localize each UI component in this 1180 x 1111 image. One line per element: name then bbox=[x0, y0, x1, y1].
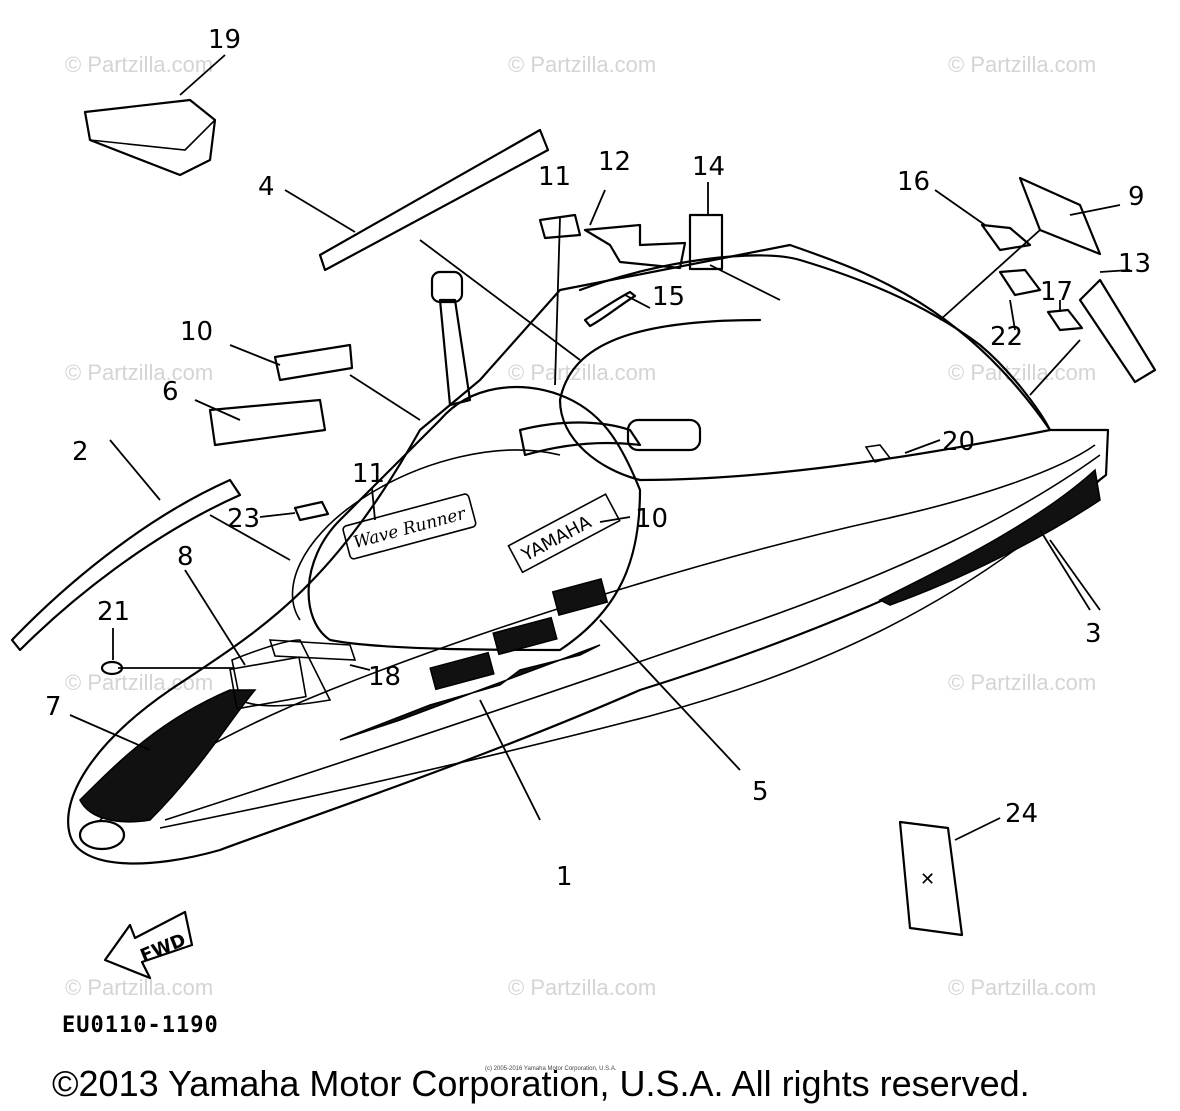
part-12-decal bbox=[538, 213, 582, 240]
watermark: © Partzilla.com bbox=[65, 360, 213, 385]
small-copyright: (c) 2005-2016 Yamaha Motor Corporation, … bbox=[485, 1066, 617, 1072]
nose-eye bbox=[78, 819, 126, 851]
fwd-arrow: FWD bbox=[103, 910, 194, 980]
watermark: © Partzilla.com bbox=[508, 52, 656, 77]
callout-11: 11 bbox=[352, 459, 385, 489]
callout-8: 8 bbox=[177, 542, 194, 572]
callout-14: 13 bbox=[1118, 249, 1151, 279]
callout-21: 20 bbox=[942, 427, 975, 457]
callout-5: 5 bbox=[752, 777, 769, 807]
brand-decal: YAMAHA bbox=[507, 493, 621, 574]
watermark: © Partzilla.com bbox=[65, 975, 213, 1000]
part-19-decal bbox=[268, 639, 357, 661]
drawing-code: EU0110-1190 bbox=[62, 1013, 219, 1038]
watermark: © Partzilla.com bbox=[508, 360, 656, 385]
part-13-decal bbox=[583, 223, 687, 270]
hood-panel bbox=[231, 639, 332, 707]
part-9-decal bbox=[1018, 176, 1102, 256]
watermark: © Partzilla.com bbox=[948, 975, 1096, 1000]
hull-lower-line bbox=[159, 479, 1101, 829]
copyright-notice: ©2013 Yamaha Motor Corporation, U.S.A. A… bbox=[52, 1063, 1030, 1104]
part-4-strip bbox=[318, 128, 550, 272]
callout-24: 23 bbox=[227, 504, 260, 534]
watercraft-hull bbox=[67, 243, 1110, 865]
handlebar bbox=[518, 421, 642, 457]
steering-console bbox=[307, 385, 642, 652]
handle-grip-right bbox=[626, 418, 702, 452]
fwd-label: FWD bbox=[137, 930, 189, 967]
part-14-decal bbox=[1078, 278, 1157, 384]
callout-13: 12 bbox=[598, 147, 631, 177]
loose-parts: ✕ Wave Runner YAMAHA bbox=[10, 98, 1157, 937]
hull-gunwale bbox=[99, 444, 1096, 821]
part-16-clip bbox=[583, 290, 637, 328]
callout-10-lower: 10 bbox=[635, 504, 668, 534]
callout-4: 4 bbox=[258, 172, 275, 202]
part-20-cover bbox=[83, 98, 217, 177]
callout-19: 18 bbox=[368, 662, 401, 692]
callout-3: 3 bbox=[1085, 619, 1102, 649]
watermark: © Partzilla.com bbox=[508, 975, 656, 1000]
watermark: © Partzilla.com bbox=[65, 670, 213, 695]
fwd-arrow-shape bbox=[103, 910, 194, 980]
callout-18: 17 bbox=[1040, 277, 1073, 307]
part-2-strip bbox=[10, 478, 242, 652]
part-18-decal bbox=[1046, 308, 1084, 332]
part-23-decal bbox=[998, 268, 1042, 297]
watermark: © Partzilla.com bbox=[948, 52, 1096, 77]
part-10-decal-upper bbox=[273, 343, 354, 382]
callout-7: 7 bbox=[45, 692, 62, 722]
callout-10-upper: 10 bbox=[180, 317, 213, 347]
seat bbox=[558, 254, 1052, 482]
hull-outline bbox=[67, 243, 1110, 865]
callout-17: 16 bbox=[897, 167, 930, 197]
part-6-decal bbox=[208, 398, 327, 447]
hood-line bbox=[291, 449, 561, 621]
callout-15: 14 bbox=[692, 152, 725, 182]
watermark: © Partzilla.com bbox=[948, 360, 1096, 385]
side-decal-5b bbox=[492, 616, 558, 656]
part-25-mark: ✕ bbox=[920, 869, 935, 890]
model-decal: Wave Runner bbox=[342, 493, 477, 560]
callout-6: 6 bbox=[162, 377, 179, 407]
watermark: © Partzilla.com bbox=[65, 52, 213, 77]
part-24-decal bbox=[293, 500, 330, 522]
side-body-line bbox=[164, 454, 1101, 821]
side-decal-5 bbox=[551, 578, 609, 616]
callout-9: 9 bbox=[1128, 182, 1145, 212]
side-stripe-left bbox=[79, 689, 257, 823]
part-8-decal bbox=[229, 656, 307, 710]
side-decal-1 bbox=[429, 651, 495, 691]
part-17-decal bbox=[980, 223, 1032, 252]
callout-labels: 19 4 11 12 14 15 16 9 13 17 22 10 6 2 23… bbox=[45, 25, 1151, 892]
callout-12: 11 bbox=[538, 162, 571, 192]
leader-lines bbox=[69, 54, 1131, 841]
part-20-edge bbox=[89, 119, 216, 151]
callout-2: 2 bbox=[72, 437, 89, 467]
handle-grip-left bbox=[430, 270, 464, 304]
part-21-decal bbox=[864, 444, 892, 463]
watermark: © Partzilla.com bbox=[948, 670, 1096, 695]
callout-23: 22 bbox=[990, 322, 1023, 352]
watermark-layer: © Partzilla.com © Partzilla.com © Partzi… bbox=[65, 52, 1096, 1000]
part-25-manual bbox=[898, 820, 964, 937]
callout-22: 21 bbox=[97, 597, 130, 627]
side-stripe-right bbox=[878, 468, 1101, 606]
callout-25: 24 bbox=[1005, 799, 1038, 829]
side-stripe-middle bbox=[339, 644, 601, 741]
part-15-label bbox=[688, 213, 724, 271]
callout-20: 19 bbox=[208, 25, 241, 55]
handle-pole bbox=[438, 298, 472, 407]
callout-1: 1 bbox=[556, 862, 573, 892]
callout-16: 15 bbox=[652, 282, 685, 312]
